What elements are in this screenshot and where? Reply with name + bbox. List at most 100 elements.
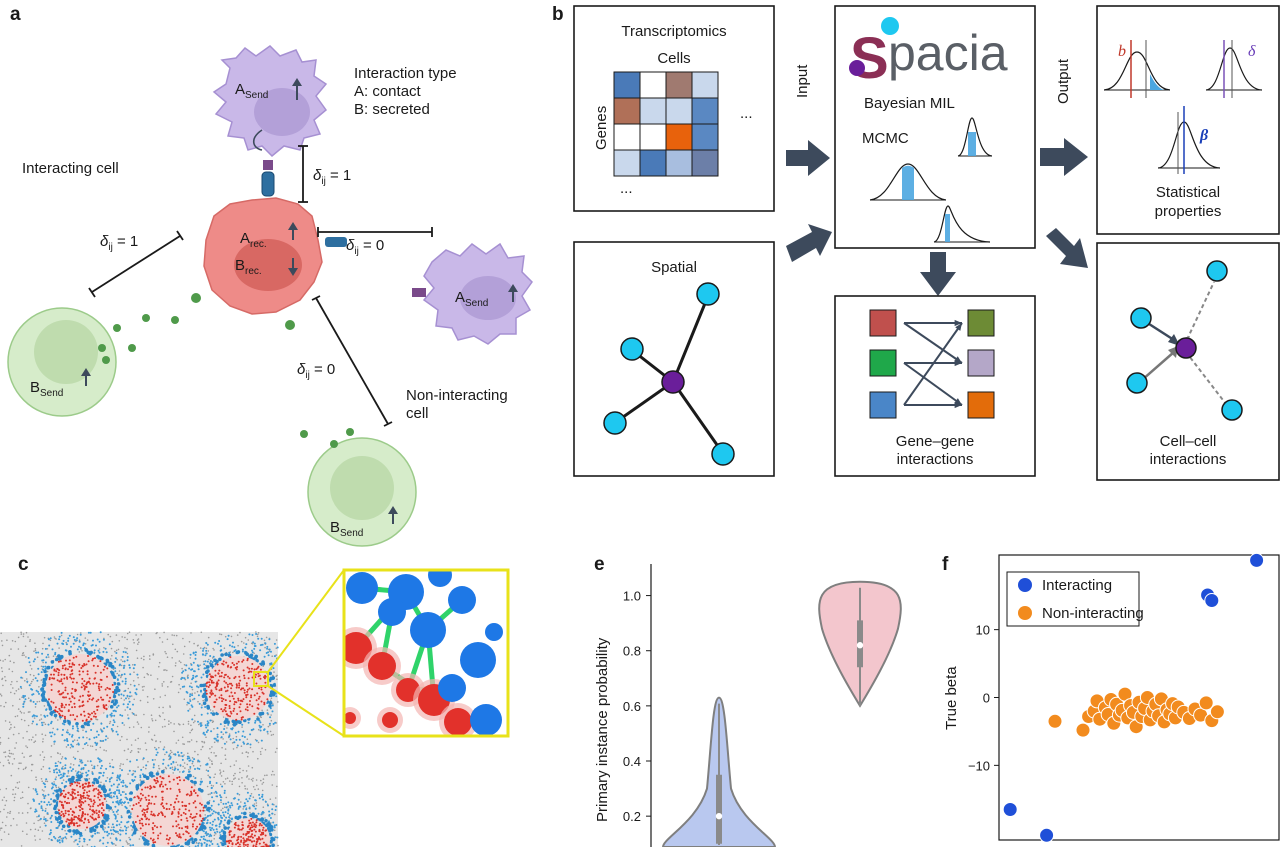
b-send-left: BSend (30, 379, 63, 399)
ligand-dot (191, 293, 201, 303)
stat-properties-label-1: Statistical (1156, 184, 1220, 201)
heatmap-ellipsis-right: ... (740, 105, 753, 122)
nucleus-green-left (34, 320, 98, 384)
stat-beta-label: β (1199, 127, 1209, 144)
interaction-type-title: Interaction type (354, 65, 457, 82)
zoom-guide (267, 569, 345, 673)
y-tick-label: 0.4 (623, 754, 641, 769)
arrow-head-icon (508, 284, 518, 292)
receptor-icon (261, 171, 275, 197)
heatmap-cell (639, 97, 667, 125)
heatmap-cell (665, 123, 693, 151)
arrow-head-icon (288, 268, 298, 276)
graph-edge (671, 295, 710, 383)
b-send-bottom: BSend (330, 519, 363, 539)
legend-f: Interacting Non-interacting (1006, 571, 1144, 627)
output-arrow-icon (1046, 228, 1088, 268)
heatmap-cell (639, 149, 667, 177)
stat-curves: b δ β (1103, 40, 1263, 174)
a-send-right: ASend (455, 289, 488, 309)
violin-median (715, 812, 723, 820)
panel-a: a ASend δij = 1 Interaction type A: cont… (7, 4, 533, 547)
spacia-logo: S pacia (849, 17, 1008, 91)
zoom-inset (342, 568, 510, 738)
cells-label: Cells (657, 50, 690, 67)
point-non-interacting (1198, 695, 1214, 711)
non-interacting-label-2: cell (406, 405, 429, 422)
point-interacting (1002, 802, 1018, 817)
arrow-head-icon (292, 78, 302, 86)
stat-properties-label-2: properties (1155, 203, 1222, 220)
gene-link-arrowhead (954, 401, 962, 409)
y-ticks-f: 100−10 (968, 623, 999, 773)
point-interacting (1039, 827, 1055, 843)
violins (661, 580, 902, 847)
secreted-ligands-bottom (300, 428, 354, 448)
delta-label-left: δij = 1 (100, 233, 138, 253)
a-rec-label: Arec. (240, 230, 267, 250)
heatmap-cell (665, 71, 693, 99)
delta-bar-left (91, 235, 181, 293)
zoom-region (253, 671, 269, 687)
genes-label: Genes (593, 106, 610, 150)
cell-cell-label-1: Cell–cell (1160, 433, 1217, 450)
logo-s: S (850, 26, 889, 91)
cell-node (711, 442, 735, 466)
cell-cell-box (1096, 242, 1280, 481)
cell-node (603, 411, 627, 435)
heatmap-cell (613, 71, 641, 99)
interacting-cell-label: Interacting cell (22, 160, 119, 177)
y-tick-label: 1.0 (623, 589, 641, 604)
spatial-title: Spatial (651, 259, 697, 276)
non-interacting-label-1: Non-interacting (406, 387, 508, 404)
cell-cell-graph (1126, 260, 1243, 421)
graph-edge (671, 381, 724, 453)
gene-square (967, 391, 995, 419)
interaction-type-secreted: B: secreted (354, 101, 430, 118)
arrow-head-icon (81, 368, 91, 376)
heatmap-cell (639, 123, 667, 151)
y-tick-label: −10 (968, 758, 990, 773)
point-non-interacting (1047, 713, 1063, 729)
delta-bar-bottom (315, 297, 389, 425)
bayesian-mil-label: Bayesian MIL (864, 95, 955, 112)
cell-cell-label-2: interactions (1150, 451, 1227, 468)
delta-label-right: δij = 0 (346, 237, 384, 257)
output-label: Output (1055, 58, 1072, 104)
gene-gene-diagram (869, 309, 995, 419)
arrow-head-icon (288, 222, 298, 230)
gene-link-arrowhead (954, 359, 962, 367)
gene-link-arrowhead (955, 323, 962, 331)
gene-square (967, 349, 995, 377)
nucleus-green-bottom (330, 456, 394, 520)
y-tick-label: 0.8 (623, 644, 641, 659)
panel-letter-f: f (942, 554, 949, 575)
receiver-node (661, 370, 685, 394)
panel-letter-a: a (10, 4, 21, 25)
logo-dot-cyan (881, 17, 899, 35)
y-axis-label-e: Primary instance probability (594, 637, 611, 822)
bar-cap (176, 230, 184, 241)
gene-link (903, 322, 963, 406)
receptor-icon (325, 237, 347, 247)
logo-text: pacia (888, 25, 1008, 81)
zoom-guide (267, 685, 345, 737)
heatmap-cell (691, 149, 719, 177)
point-interacting (1204, 593, 1220, 608)
down-arrow-icon (920, 252, 956, 296)
model-box (834, 5, 1036, 249)
ligand-icon (412, 288, 426, 297)
gene-square (869, 391, 897, 419)
y-ticks-e: 0.20.40.60.81.0 (623, 589, 651, 824)
curve-arrow-icon (252, 129, 263, 151)
panel-letter-c: c (18, 554, 29, 575)
gene-gene-label-1: Gene–gene (896, 433, 974, 450)
ligand-icon (263, 160, 273, 170)
transcriptomics-title: Transcriptomics (621, 23, 726, 40)
panel-b: b Transcriptomics Cells Genes ... ... Sp… (552, 4, 1280, 481)
scatter-points (1002, 552, 1265, 843)
heatmap-cell (665, 149, 693, 177)
y-tick-label: 0.2 (623, 809, 641, 824)
heatmap-cell (613, 123, 641, 151)
